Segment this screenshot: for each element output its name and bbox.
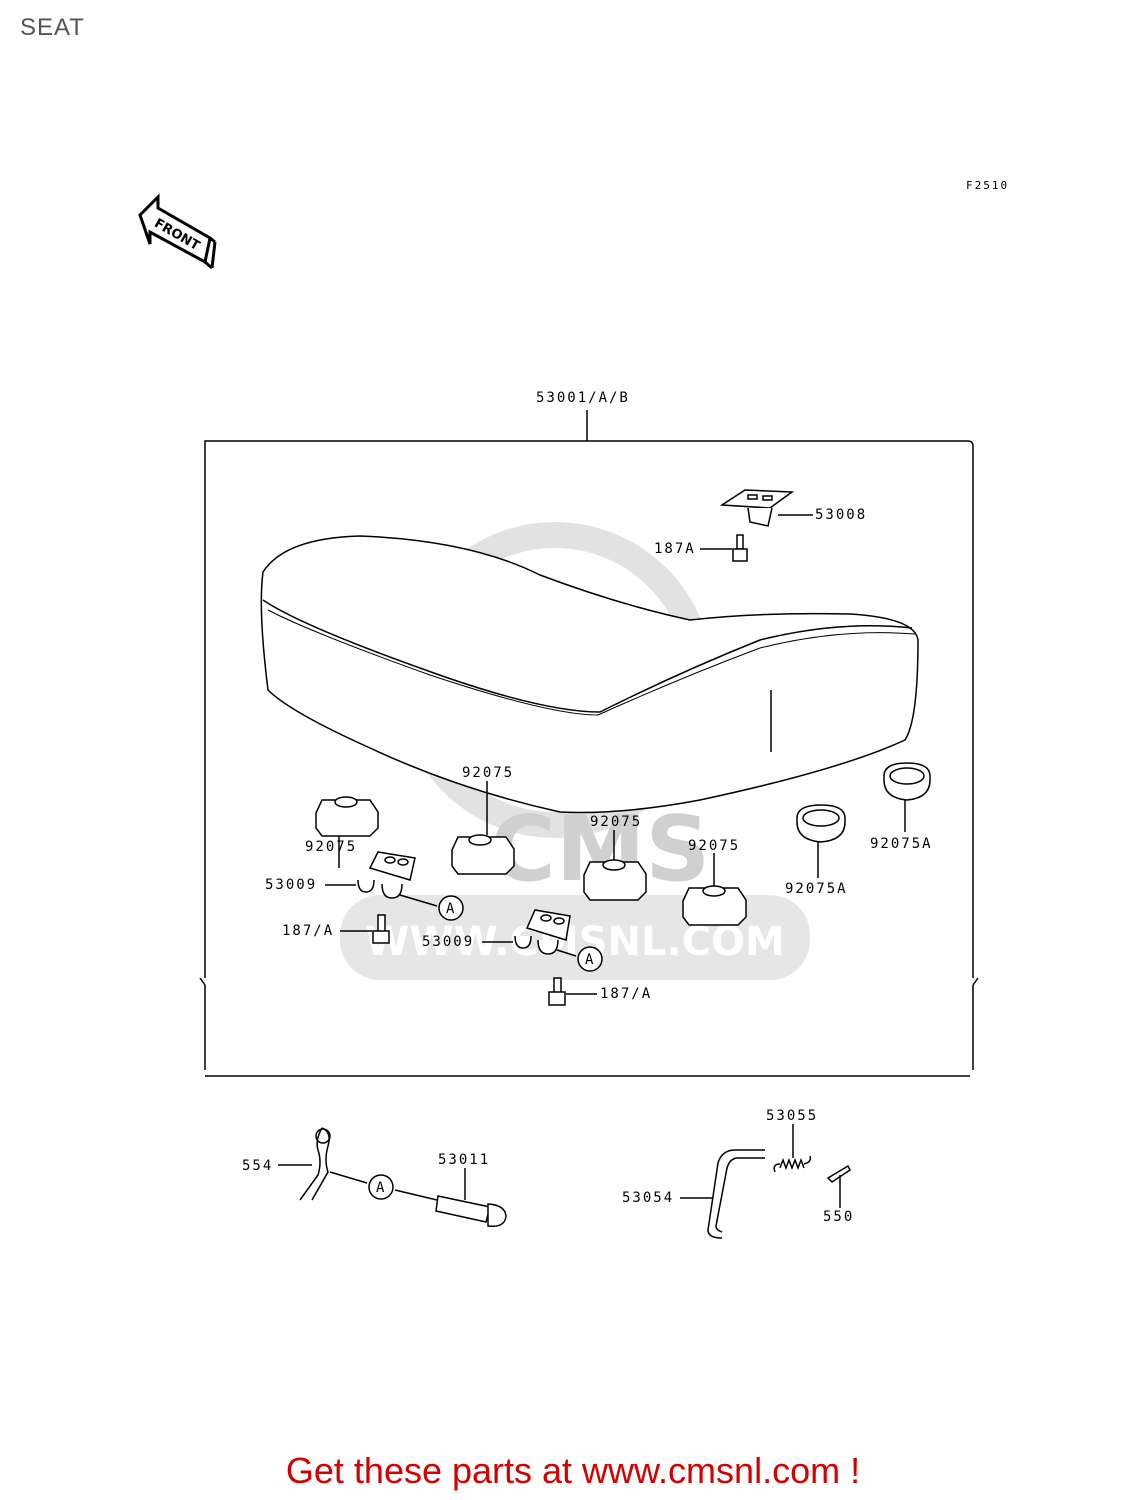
block-92075-c2 xyxy=(583,830,647,901)
seat xyxy=(260,535,919,814)
block-92075-c3 xyxy=(682,853,747,926)
bracket-53008 xyxy=(719,489,813,527)
label-92075-left: 92075 xyxy=(305,839,357,855)
label-53055: 53055 xyxy=(766,1108,818,1124)
label-92075-c2: 92075 xyxy=(590,814,642,830)
page-title: SEAT xyxy=(20,14,85,41)
figure-code: F2510 xyxy=(966,179,1010,192)
label-554: 554 xyxy=(242,1158,273,1174)
label-92075A-right: 92075A xyxy=(870,836,933,852)
label-187A-top: 187A xyxy=(654,541,696,557)
label-53001-A-B: 53001/A/B xyxy=(536,390,630,406)
watermark-url: WWW.CMSNL.COM xyxy=(365,919,785,965)
rod-53054 xyxy=(680,1149,765,1239)
grommet-92075A-mid xyxy=(796,804,846,878)
pin-53011 xyxy=(435,1168,507,1228)
footer-promo: Get these parts at www.cmsnl.com ! xyxy=(285,1450,861,1491)
ref-marker-a-2: A xyxy=(585,952,595,968)
label-53054: 53054 xyxy=(622,1190,674,1206)
label-92075-c3: 92075 xyxy=(688,838,740,854)
grommet-92075A-right xyxy=(883,762,931,832)
front-arrow-icon: FRONT xyxy=(138,193,217,270)
clip-53009-lower xyxy=(482,909,603,972)
spring-53055 xyxy=(773,1124,812,1173)
label-53008: 53008 xyxy=(815,507,867,523)
label-53009-a: 53009 xyxy=(265,877,317,893)
assembly-bracket xyxy=(199,410,979,1077)
label-187A-left: 187/A xyxy=(282,923,334,939)
label-92075A-mid: 92075A xyxy=(785,881,848,897)
bolt-187A-top xyxy=(700,534,748,562)
block-92075-left xyxy=(315,796,379,868)
label-92075-mid: 92075 xyxy=(462,765,514,781)
label-53011: 53011 xyxy=(438,1152,490,1168)
bolt-187A-left xyxy=(340,914,390,944)
ref-marker-a-1: A xyxy=(446,901,456,917)
clip-53009-upper xyxy=(325,851,464,921)
label-53009-b: 53009 xyxy=(422,934,474,950)
label-187A-bottom: 187/A xyxy=(600,986,652,1002)
pin-554 xyxy=(278,1127,438,1201)
cotter-pin-550 xyxy=(826,1164,851,1208)
label-550: 550 xyxy=(823,1209,854,1225)
bolt-187A-bottom xyxy=(548,977,597,1006)
ref-marker-a-3: A xyxy=(376,1180,386,1196)
block-92075-mid xyxy=(451,781,515,875)
